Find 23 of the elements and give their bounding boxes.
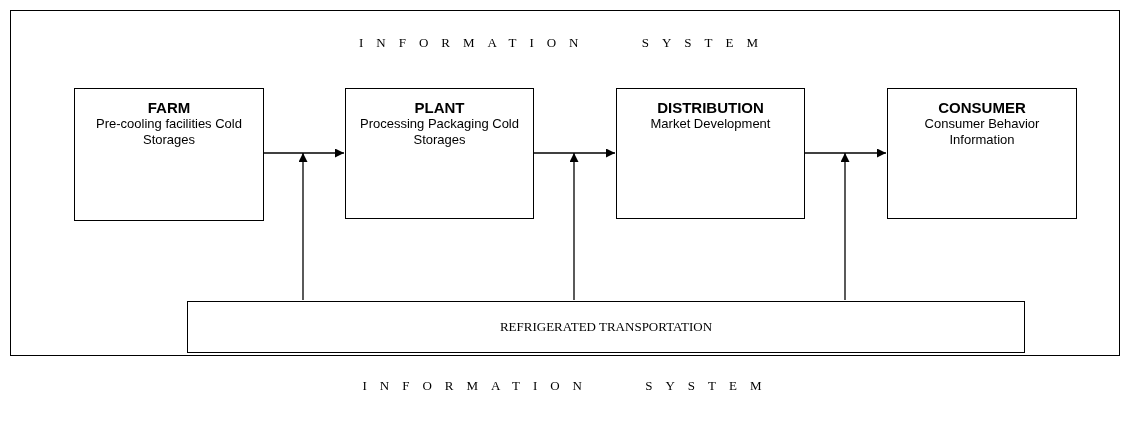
arrow — [262, 148, 345, 158]
stage-box — [74, 88, 264, 221]
stage-heading: DISTRIBUTION — [657, 99, 764, 116]
arrow — [569, 152, 579, 301]
stage-description: Consumer Behavior Information — [923, 116, 1041, 148]
stage-box — [887, 88, 1077, 219]
stage-box — [345, 88, 534, 219]
stage-heading: PLANT — [414, 99, 465, 116]
caption-label: INFORMATION SYSTEM — [362, 378, 775, 393]
stage-heading: CONSUMER — [938, 99, 1026, 116]
band-label: REFRIGERATED TRANSPORTATION — [499, 319, 713, 335]
arrow — [803, 148, 887, 158]
arrow — [298, 152, 308, 301]
stage-description: Market Development — [649, 116, 772, 132]
arrow — [840, 152, 850, 301]
stage-description: Pre-cooling facilities Cold Storages — [95, 116, 243, 148]
system-frame — [10, 10, 1120, 356]
arrow — [532, 148, 616, 158]
frame-title: INFORMATION SYSTEM — [358, 35, 772, 50]
stage-heading: FARM — [147, 99, 191, 116]
transport-band — [187, 301, 1025, 353]
stage-box — [616, 88, 805, 219]
stage-description: Processing Packaging Cold Storages — [359, 116, 520, 148]
